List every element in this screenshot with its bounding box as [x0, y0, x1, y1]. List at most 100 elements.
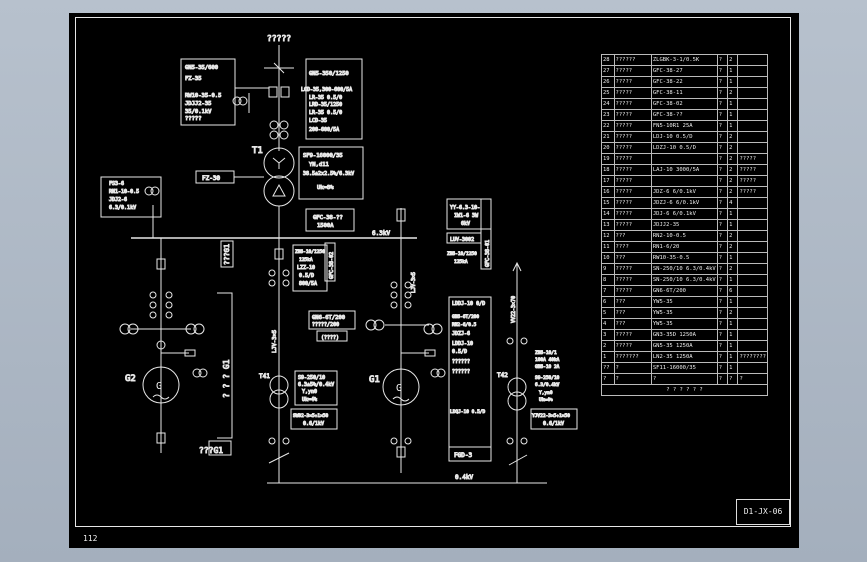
lz-stack-line-5: 800/5A — [299, 281, 317, 287]
table-row: 19??????2????? — [601, 153, 768, 165]
v04-label: 0.4kV — [455, 474, 473, 481]
table-cell: ????? — [737, 186, 768, 198]
table-cell: 2 — [727, 230, 739, 242]
table-cell: ???????? — [737, 351, 768, 363]
table-footer: ? ? ? ? ? ? — [601, 384, 768, 396]
table-row: ???SF11-16000/35?1 — [601, 362, 768, 374]
table-cell: 2 — [601, 340, 615, 352]
table-cell: 1 — [727, 65, 739, 77]
table-row: 11????RN1-6/20?2 — [601, 241, 768, 253]
bus-label: 6.3kV — [372, 230, 390, 237]
left-eq-line-4: 6.3/0.1kV — [109, 205, 136, 211]
table-cell: 28 — [601, 54, 615, 66]
left-eq-box — [100, 176, 162, 218]
table-cell: ? — [716, 219, 729, 231]
table-cell: 2 — [727, 186, 739, 198]
table-cell: 1 — [727, 329, 739, 341]
table-cell: ? — [613, 373, 652, 385]
table-cell: 4 — [727, 197, 739, 209]
table-cell: ? — [716, 362, 729, 374]
table-cell: ? — [716, 175, 729, 187]
table-cell: ? — [716, 230, 729, 242]
t42-spec-line-3: GN6-10 2A — [535, 364, 560, 370]
t42-bottom-line-1: YJV22-3×5+1×50 — [532, 413, 570, 419]
t42-winding-lv — [507, 391, 527, 411]
table-cell: ? — [716, 109, 729, 121]
table-cell: ????? — [613, 120, 652, 132]
table-cell — [737, 219, 768, 231]
table-cell: SN-250/10 6.3/0.4kV — [650, 263, 718, 275]
t41-spec-line-1: S9-250/10 — [298, 375, 325, 381]
table-cell: ? — [716, 131, 729, 143]
table-cell — [737, 263, 768, 275]
table-cell — [737, 142, 768, 154]
table-cell: ? — [716, 263, 729, 275]
table-cell: ? — [613, 362, 652, 374]
table-cell: 23 — [601, 109, 615, 121]
table-cell: 2 — [727, 54, 739, 66]
table-cell: 14 — [601, 208, 615, 220]
table-cell — [737, 109, 768, 121]
table-cell — [737, 131, 768, 143]
table-cell: 6 — [727, 285, 739, 297]
table-row: 28??????ZLGBK-3-1/0.5K?2 — [601, 54, 768, 66]
hv-right-box — [305, 58, 363, 140]
t42-winding-hv — [507, 377, 527, 397]
gn6-box-line-1: GN6-6T/200 — [312, 315, 345, 321]
table-cell: ??? — [613, 307, 652, 319]
table-cell — [650, 153, 718, 165]
table-cell — [737, 362, 768, 374]
t41-spec-line-2: 6.3±5%/0.4kV — [298, 382, 334, 388]
table-cell: ?????? — [613, 54, 652, 66]
table-cell: 2 — [727, 142, 739, 154]
table-cell: ? — [716, 329, 729, 341]
table-cell: ????? — [613, 76, 652, 88]
table-cell: ? — [716, 351, 729, 363]
table-cell: ? — [716, 65, 729, 77]
table-cell: 27 — [601, 65, 615, 77]
t41-bottom-line-2: 0.6/1kV — [303, 421, 324, 427]
g1-generator — [382, 368, 420, 406]
table-cell: ????? — [737, 153, 768, 165]
right-breaker-line-1: ZN6-10/1250 — [447, 251, 477, 257]
g1-bracket-label: ???G1 — [223, 244, 231, 265]
table-cell: 8 — [601, 274, 615, 286]
table-cell: GFC-38-11 — [650, 87, 718, 99]
gn5-box-line-6: ????? — [185, 116, 202, 122]
drawing-code: D1-JX-06 — [736, 499, 790, 525]
table-row: 6???YW5-35?1 — [601, 296, 768, 308]
table-cell: 1 — [727, 208, 739, 220]
table-cell: JDJ-6 6/0.1kV — [650, 208, 718, 220]
table-cell: 1 — [727, 219, 739, 231]
table-row: ?????? — [601, 373, 768, 385]
table-cell: 4 — [601, 318, 615, 330]
table-row: 5???YW5-35?2 — [601, 307, 768, 319]
table-row: 2?????GN5-35 1250A?1 — [601, 340, 768, 352]
table-cell: ???? — [613, 241, 652, 253]
table-cell: ? — [716, 318, 729, 330]
gn5-box-line-2: FZ-35 — [185, 76, 202, 82]
table-cell: ? — [716, 186, 729, 198]
mid-panel-line-1: LDDJ-10 0/D — [452, 301, 485, 307]
table-row: 24?????GFC-38-02?1 — [601, 98, 768, 110]
mid-panel-line-5: LDDJ-10 — [452, 341, 473, 347]
table-cell: 2 — [727, 263, 739, 275]
t42-spec-line-2: 100A 40kA — [535, 357, 560, 363]
g1-bracket-box — [220, 240, 234, 268]
table-cell: RN1-6/20 — [650, 241, 718, 253]
table-cell: 7 — [601, 285, 615, 297]
table-cell: GFC-38-22 — [650, 76, 718, 88]
table-cell: ??????? — [613, 351, 652, 363]
table-cell — [737, 120, 768, 132]
right-box-line-3: 6kV — [461, 221, 470, 227]
g1-left-label: ? ? ? G1 — [222, 359, 231, 398]
table-cell: ? — [716, 208, 729, 220]
table-cell: LDZJ-10 0.5/D — [650, 142, 718, 154]
table-cell: 1 — [727, 109, 739, 121]
drawing-sheet: ????? GN5-35/600 FZ-35 RW10-35-0.5 JDJJ2… — [69, 13, 799, 548]
gn5-box-line-1: GN5-35/600 — [185, 65, 218, 71]
table-cell: 10 — [601, 252, 615, 264]
table-cell — [737, 241, 768, 253]
table-cell — [737, 285, 768, 297]
